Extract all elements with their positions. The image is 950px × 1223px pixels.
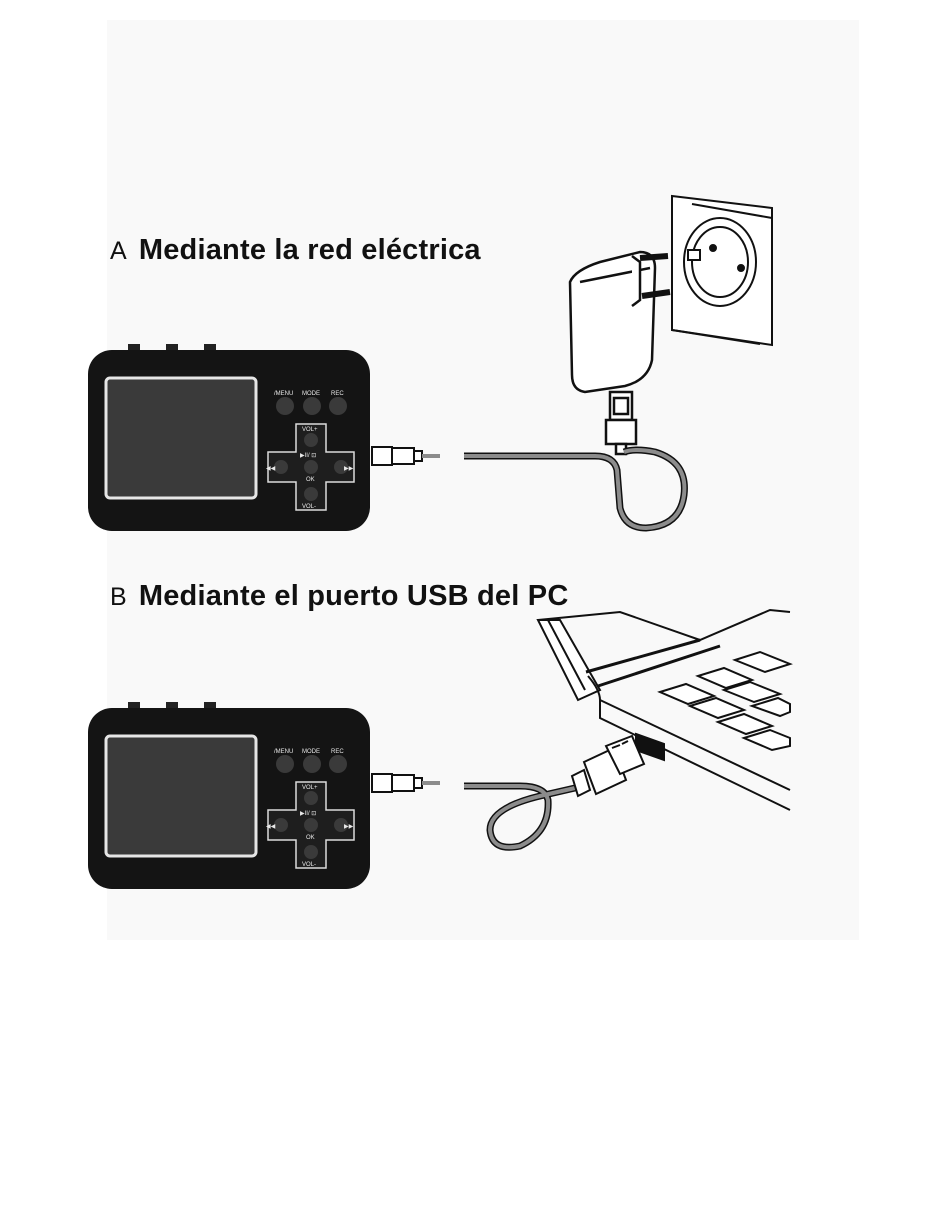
device-b-play-label: ▶II/ ⊡	[300, 811, 316, 817]
device-b-rec-label: REC	[331, 749, 344, 755]
device-b-next-label: ▶▶	[344, 824, 354, 830]
device-b-screen	[106, 736, 256, 856]
device-a-ok-label: OK	[306, 477, 315, 483]
device-a-vol-down-label: VOL-	[302, 504, 316, 510]
usb-a-plug-b-icon	[572, 736, 644, 796]
device-a-mode-button	[303, 397, 321, 415]
device-a-menu-button	[276, 397, 294, 415]
device-b-mode-label: MODE	[302, 749, 320, 755]
cable-b	[464, 786, 575, 847]
device-a-rec-button	[329, 397, 347, 415]
device-b-menu-label: /MENU	[274, 749, 293, 755]
device-a-play-label: ▶II/ ⊡	[300, 453, 316, 459]
device-a-menu-label: /MENU	[274, 391, 293, 397]
capture-device-b: /MENU MODE REC VOL+ ▶II/ ⊡ OK VOL- ◀◀ ▶▶	[88, 702, 370, 889]
device-b-ok-label: OK	[306, 835, 315, 841]
device-a-prev-label: ◀◀	[266, 466, 276, 472]
device-b-mode-button	[303, 755, 321, 773]
device-b-rec-button	[329, 755, 347, 773]
device-b-menu-button	[276, 755, 294, 773]
capture-device-a: /MENU MODE REC VOL+ ▶II/ ⊡ OK VOL- ◀◀ ▶▶	[88, 344, 370, 531]
device-a-rec-label: REC	[331, 391, 344, 397]
device-a-mode-label: MODE	[302, 391, 320, 397]
device-b-vol-up-label: VOL+	[302, 785, 318, 791]
device-a-next-label: ▶▶	[344, 466, 354, 472]
device-b-prev-label: ◀◀	[266, 824, 276, 830]
device-a-screen	[106, 378, 256, 498]
device-a-vol-up-label: VOL+	[302, 427, 318, 433]
mini-usb-plug-b-icon	[372, 774, 440, 792]
device-b-vol-down-label: VOL-	[302, 862, 316, 868]
